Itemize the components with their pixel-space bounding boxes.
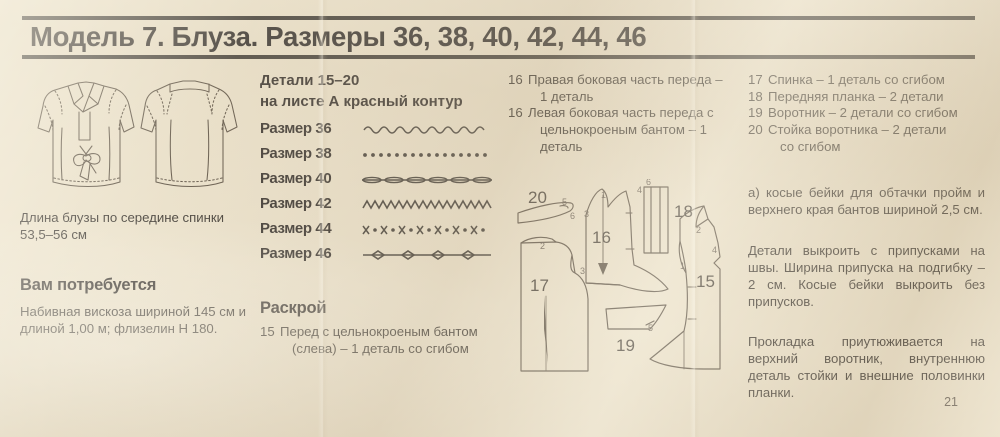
piece-label-18: 18 (674, 202, 693, 221)
size-line-zigzag (362, 196, 500, 212)
cut-item-text-15-line1: Перед с цельнокроеным бантом (280, 324, 478, 339)
cut-item-number-16-right: 16 (508, 72, 523, 87)
sheet-reference-label: на листе А красный контур (260, 93, 463, 110)
piece-label-17: 17 (530, 276, 549, 295)
parts-and-diagram-column: 16 Правая боковая часть переда – 1 детал… (508, 72, 740, 396)
size-label-46: Размер 46 (260, 245, 332, 262)
svg-text:4: 4 (712, 245, 717, 255)
cut-list-item-16-left: 16 Левая боковая часть переда с цельнокр… (508, 105, 740, 155)
cut-list-item-19: 19 Воротник – 2 детали со сгибом (748, 105, 985, 122)
size-key-row-38: Размер 38 (260, 141, 500, 166)
illustration-column: Длина блузы по середине спинки 53,5–56 с… (20, 70, 260, 338)
size-label-44: Размер 44 (260, 220, 332, 237)
cut-list-item-20: 20 Стойка воротника – 2 детали со сгибом (748, 122, 985, 155)
svg-text:2: 2 (540, 241, 545, 251)
cut-list-item-18: 18 Передняя планка – 2 детали (748, 89, 985, 106)
note-bias-binding: а) косые бейки для обтачки пройм и верхн… (748, 185, 985, 218)
cut-item-text-15-line2: (слева) – 1 деталь со сгибом (292, 340, 469, 356)
size-key-row-36: Размер 36 (260, 116, 500, 141)
note-seam-allowance: Детали выкроить с припусками на швы. Шир… (748, 242, 985, 309)
cut-item-text-16-left-line1: Левая боковая часть переда с (528, 105, 714, 121)
requirements-text: Набивная вискоза шириной 145 см и длиной… (20, 303, 246, 336)
size-label-40: Размер 40 (260, 170, 332, 187)
cut-item-text-20-line1: Стойка воротника – 2 детали (768, 121, 947, 137)
cut-item-text-20-line2: со сгибом (780, 138, 841, 154)
cut-item-text-19: Воротник – 2 детали со сгибом (768, 105, 958, 121)
piece-label-20: 20 (528, 188, 547, 207)
cut-item-number-16-left: 16 (508, 105, 523, 121)
page-title: Модель 7. Блуза. Размеры 36, 38, 40, 42,… (30, 21, 647, 52)
cut-item-number-17: 17 (748, 72, 763, 87)
svg-text:3: 3 (584, 209, 589, 219)
size-line-dots (362, 146, 500, 162)
svg-text:4: 4 (637, 185, 642, 195)
size-line-wave (362, 121, 500, 137)
svg-text:6: 6 (570, 211, 575, 221)
size-key-row-42: Размер 42 (260, 191, 500, 216)
svg-text:6: 6 (646, 179, 651, 187)
size-key-row-44: Размер 44 (260, 216, 500, 241)
parts-range-label: Детали 15–20 (260, 72, 360, 89)
cut-item-number-20: 20 (748, 121, 763, 137)
page-header: Модель 7. Блуза. Размеры 36, 38, 40, 42,… (22, 16, 975, 59)
size-line-x-dot (362, 221, 500, 237)
size-line-key: Размер 36 Размер 38 (260, 116, 500, 266)
blouse-length-note: Длина блузы по середине спинки 53,5–56 с… (20, 210, 225, 242)
sheet-and-sizes-column: Детали 15–20 на листе А красный контур Р… (260, 72, 500, 357)
size-label-42: Размер 42 (260, 195, 332, 212)
cut-item-text-16-right-line1: Правая боковая часть переда – (528, 72, 723, 87)
svg-text:5: 5 (562, 197, 567, 207)
size-line-chain (362, 171, 500, 187)
page-number: 21 (944, 395, 958, 409)
header-rule-bottom (22, 54, 975, 59)
svg-text:1: 1 (680, 261, 685, 271)
piece-label-19: 19 (616, 336, 635, 355)
pattern-pieces-layout-diagram: 20 17 16 18 19 15 5 6 2 3 3 1 4 6 2 4 1 … (508, 177, 740, 396)
cutting-heading: Раскрой (260, 299, 327, 317)
size-label-36: Размер 36 (260, 120, 332, 137)
cut-item-number-19: 19 (748, 105, 763, 121)
svg-text:3: 3 (580, 266, 585, 276)
cut-list-item-16-right: 16 Правая боковая часть переда – 1 детал… (508, 72, 740, 105)
size-key-row-46: Размер 46 (260, 241, 500, 266)
requirements-heading: Вам потребуется (20, 275, 157, 294)
size-key-row-40: Размер 40 (260, 166, 500, 191)
cut-item-text-16-right-line2: 1 деталь (540, 88, 594, 104)
cut-list-item-17: 17 Спинка – 1 деталь со сгибом (748, 72, 985, 89)
svg-text:2: 2 (696, 225, 701, 235)
notes-column: 17 Спинка – 1 деталь со сгибом 18 Передн… (748, 72, 985, 402)
cut-item-text-18: Передняя планка – 2 детали (768, 88, 944, 104)
svg-text:1: 1 (601, 190, 606, 200)
cut-item-number-18: 18 (748, 88, 763, 104)
cut-item-text-16-left-line2: цельнокроеным бантом – 1 деталь (540, 121, 707, 154)
cut-item-number-15: 15 (260, 324, 275, 339)
size-label-38: Размер 38 (260, 145, 332, 162)
piece-label-16: 16 (592, 228, 611, 247)
note-interfacing: Прокладка приутюживается на верхний воро… (748, 334, 985, 401)
blouse-front-and-back-illustration (20, 70, 260, 198)
cut-list-item-15: 15 Перед с цельнокроеным бантом (слева) … (260, 324, 500, 357)
size-line-diamond (362, 246, 500, 262)
svg-text:5: 5 (648, 323, 653, 333)
cut-item-text-17: Спинка – 1 деталь со сгибом (768, 72, 945, 87)
piece-label-15: 15 (696, 272, 715, 291)
